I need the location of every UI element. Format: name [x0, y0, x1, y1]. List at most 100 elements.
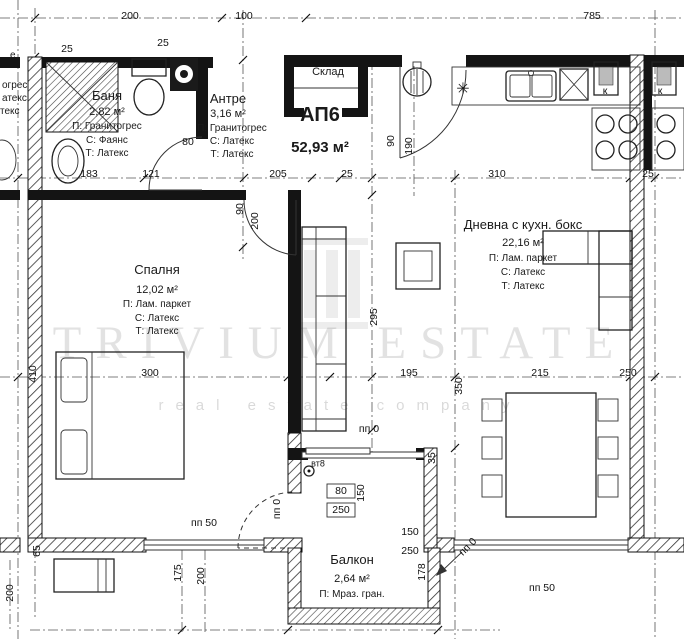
- furniture: [53, 87, 633, 593]
- room-finish: Т: Латекс: [135, 326, 178, 337]
- watermark-title: TRIVIUM ESTATE: [53, 317, 628, 369]
- watermark-subtitle: real estate company: [158, 397, 521, 414]
- dimension-label: 190: [403, 137, 415, 155]
- cutoff-text-fragment: текс: [0, 106, 20, 117]
- room-name: Дневна с кухн. бокс: [464, 217, 583, 232]
- dimension-label: 25: [61, 43, 73, 55]
- balcony-access-door: [237, 491, 295, 549]
- room-label-balkon: Балкон 2,64 м² П: Мраз. гран.: [319, 552, 384, 600]
- dimension-label: 250: [619, 367, 637, 379]
- bed: [55, 351, 185, 480]
- room-label-dnevna: Дневна с кухн. бокс 22,16 м² П: Лам. пар…: [464, 217, 583, 292]
- room-finish: П: Гранитогрес: [197, 123, 267, 134]
- neighbor-vent-shaft: [651, 61, 677, 96]
- dining-table: [481, 392, 619, 518]
- dimension-labels: 200 100 785 25 25 80 90 190 183 121 205 …: [4, 10, 663, 602]
- dimension-label: 350: [453, 377, 465, 395]
- cutoff-text-fragment: огрес: [2, 80, 27, 91]
- watermark: TRIVIUM ESTATE real estate company: [53, 317, 628, 414]
- room-finish: П: Лам. паркет: [489, 253, 558, 264]
- dimension-label: 295: [368, 308, 380, 326]
- vent-label: к: [658, 85, 663, 97]
- corner-sofa: [542, 230, 633, 331]
- room-label-sklad: Склад: [312, 66, 344, 78]
- room-name: Спалня: [134, 262, 179, 277]
- dimension-label: 25: [642, 168, 654, 180]
- bathroom-door: [148, 136, 203, 191]
- cooktop: [591, 107, 641, 171]
- dimension-label: 121: [142, 168, 160, 180]
- room-labels: Баня 2,82 м² П: Гранитогрес С: Фаянс Т: …: [72, 66, 583, 600]
- dimension-label: 183: [80, 168, 98, 180]
- edge-fragments: е огрес атекс текс: [0, 50, 27, 117]
- room-finish: С: Фаянс: [86, 135, 128, 146]
- dimension-label: вт8: [311, 458, 325, 468]
- windows: [143, 447, 629, 551]
- room-area: 3,16 м²: [210, 108, 246, 120]
- kitchen-counter: [451, 66, 641, 106]
- dimension-label: 195: [400, 367, 418, 379]
- bedroom-door: [243, 199, 297, 256]
- room-name: Балкон: [330, 552, 374, 567]
- dimension-label: 200: [249, 212, 261, 230]
- room-area: 2,64 м²: [334, 573, 370, 585]
- fridge: [559, 68, 589, 101]
- doors: [148, 66, 467, 576]
- dimension-label: 100: [235, 10, 253, 22]
- dimension-label: 250: [332, 504, 350, 516]
- entry-door: [399, 66, 467, 159]
- dimension-label: пп 50: [191, 517, 217, 529]
- water-heater: [402, 61, 432, 97]
- room-area: 12,02 м²: [136, 284, 178, 296]
- apartment-area: 52,93 м²: [291, 139, 349, 156]
- room-area: 2,82 м²: [89, 106, 125, 118]
- dimension-label: 200: [4, 584, 16, 602]
- kitchen-fixtures: ✳: [402, 61, 684, 171]
- dimension-label: 215: [531, 367, 549, 379]
- dimension-label: 65: [31, 545, 43, 557]
- dimension-label: пп 50: [529, 582, 555, 594]
- dimension-label: 25: [341, 168, 353, 180]
- room-finish: П: Лам. паркет: [123, 299, 192, 310]
- room-label-antre: Антре 3,16 м² П: Гранитогрес С: Латекс Т…: [197, 91, 267, 160]
- dimension-label: 80: [182, 136, 194, 148]
- shower: [45, 61, 119, 133]
- dimension-label: пп 0: [359, 423, 379, 435]
- dimension-label: 785: [583, 10, 601, 22]
- room-name: Баня: [92, 88, 122, 103]
- parapet-leader: [436, 551, 463, 576]
- cutoff-text-fragment: е: [10, 50, 16, 61]
- tv-table: [395, 242, 441, 290]
- dimension-label: 90: [234, 203, 246, 215]
- dim-box-80: [326, 483, 356, 499]
- vent-shaft: [593, 61, 619, 96]
- room-finish: С: Латекс: [501, 267, 545, 278]
- dimension-label: 250: [401, 545, 419, 557]
- room-label-spalnya: Спалня 12,02 м² П: Лам. паркет С: Латекс…: [123, 262, 192, 337]
- dimension-label: 90: [385, 135, 397, 147]
- apartment-id: АП6: [300, 104, 340, 126]
- room-finish: Т: Латекс: [210, 149, 253, 160]
- neighbor-cooktop: [651, 107, 684, 171]
- room-finish: С: Латекс: [210, 136, 254, 147]
- dimension-label: 310: [488, 168, 506, 180]
- dim-box-250: [326, 502, 356, 518]
- dimension-label: 25: [157, 37, 169, 49]
- dimension-label: 300: [141, 367, 159, 379]
- room-label-banya: Баня 2,82 м² П: Гранитогрес С: Фаянс Т: …: [72, 88, 142, 159]
- apartment-label: АП6 52,93 м²: [291, 104, 349, 156]
- dimension-label: 200: [121, 10, 139, 22]
- dimension-label: 80: [335, 485, 347, 497]
- walls: [0, 54, 684, 625]
- washing-machine: [170, 58, 198, 91]
- vent-label: к: [603, 85, 608, 97]
- balcony-door-panel: [305, 447, 371, 455]
- room-finish: П: Гранитогрес: [72, 121, 142, 132]
- cutoff-text-fragment: атекс: [2, 93, 27, 104]
- dimension-label: 150: [355, 484, 367, 502]
- dimension-label: 35: [426, 452, 438, 464]
- sofa: [301, 226, 347, 432]
- toilet: [131, 58, 167, 116]
- dimension-label: 410: [27, 365, 39, 383]
